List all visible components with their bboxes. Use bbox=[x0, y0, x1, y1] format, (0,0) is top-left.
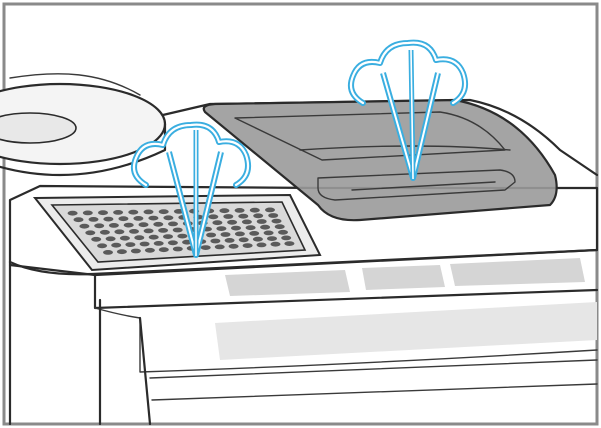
drip-tray-hole bbox=[256, 242, 267, 248]
drip-tray-hole bbox=[85, 230, 96, 236]
drip-tray-hole bbox=[210, 238, 221, 244]
drip-tray-hole bbox=[284, 241, 295, 247]
drip-tray-hole bbox=[158, 209, 169, 215]
drip-tray-hole bbox=[228, 243, 239, 249]
drip-tray-hole bbox=[212, 220, 223, 226]
drip-tray-hole bbox=[206, 232, 217, 238]
drip-tray-hole bbox=[167, 240, 178, 246]
drip-tray-hole bbox=[168, 221, 178, 227]
drip-tray-hole bbox=[260, 224, 271, 230]
drip-tray-hole bbox=[134, 235, 145, 241]
drip-tray-hole bbox=[139, 241, 150, 247]
drip-tray-hole bbox=[105, 236, 116, 242]
drip-tray-hole bbox=[238, 213, 249, 219]
drip-tray-hole bbox=[79, 223, 90, 229]
drip-tray-hole bbox=[214, 244, 225, 250]
drip-tray-hole bbox=[208, 214, 219, 220]
drip-tray-hole bbox=[281, 235, 292, 241]
drip-tray-hole bbox=[133, 216, 144, 221]
drip-tray-hole bbox=[73, 217, 84, 223]
drip-tray-hole bbox=[216, 226, 227, 232]
drip-tray-hole bbox=[200, 245, 211, 251]
drip-tray-hole bbox=[148, 215, 159, 221]
drip-tray-hole bbox=[108, 223, 119, 228]
appliance-front-edge bbox=[8, 248, 599, 276]
drip-tray-hole bbox=[88, 217, 99, 222]
drip-tray-hole bbox=[116, 249, 127, 255]
appliance-back-edge bbox=[148, 98, 599, 177]
appliance-front-face bbox=[8, 263, 599, 426]
steam-cloud-icon bbox=[131, 121, 251, 258]
drip-tray-hole bbox=[118, 216, 129, 222]
drip-tray-hole bbox=[144, 247, 155, 253]
drip-tray-hole bbox=[265, 207, 275, 213]
drip-tray-hole bbox=[143, 228, 154, 234]
drip-tray-hole bbox=[99, 229, 110, 235]
drip-tray-hole bbox=[177, 233, 188, 239]
drip-tray-hole bbox=[82, 210, 93, 216]
drip-tray-hole bbox=[114, 229, 125, 235]
drip-tray-hole bbox=[227, 219, 238, 225]
drip-tray-hole bbox=[129, 229, 139, 234]
drip-tray-hole bbox=[153, 241, 164, 246]
drip-tray-hole bbox=[234, 208, 245, 213]
drip-tray-hole bbox=[97, 243, 108, 249]
drip-tray-hole bbox=[256, 219, 267, 224]
drip-tray-hole bbox=[163, 215, 174, 221]
drip-tray-hole bbox=[219, 208, 230, 214]
drip-tray bbox=[32, 193, 322, 272]
drip-tray-hole bbox=[220, 232, 231, 237]
drip-tray-hole bbox=[271, 218, 282, 224]
drip-tray-hole bbox=[249, 231, 260, 236]
drip-tray-hole bbox=[245, 225, 256, 231]
drip-tray-hole bbox=[241, 219, 252, 225]
drip-tray-hole bbox=[224, 238, 235, 243]
drip-tray-hole bbox=[234, 231, 245, 237]
drip-tray-hole bbox=[130, 248, 141, 254]
drip-tray-hole bbox=[249, 207, 260, 213]
drip-tray-hole bbox=[91, 236, 102, 242]
drip-tray-hole bbox=[172, 227, 183, 233]
drip-tray-hole bbox=[238, 237, 249, 243]
drip-tray-hole bbox=[158, 247, 169, 253]
drip-tray-hole bbox=[148, 234, 159, 240]
drip-tray-hole bbox=[98, 210, 108, 216]
drip-tray-hole bbox=[67, 210, 78, 216]
drip-tray-hole bbox=[103, 216, 114, 222]
drip-tray-hole bbox=[119, 235, 130, 241]
drip-tray-hole bbox=[253, 213, 264, 219]
drip-tray-hole bbox=[113, 210, 124, 215]
drip-tray-hole bbox=[158, 228, 169, 233]
drip-tray-hole bbox=[242, 243, 253, 249]
drip-tray-hole bbox=[138, 222, 149, 228]
drip-tray-hole bbox=[270, 241, 281, 247]
drip-tray-hole bbox=[231, 225, 241, 231]
drip-tray-hole bbox=[263, 230, 274, 236]
countertop-edge bbox=[9, 73, 141, 96]
drip-tray-hole bbox=[125, 242, 136, 248]
drip-tray-hole bbox=[153, 221, 164, 227]
water-tank-lid bbox=[202, 98, 558, 222]
drip-tray-hole bbox=[267, 236, 277, 242]
drip-tray-hole bbox=[268, 213, 279, 218]
drip-tray-hole bbox=[278, 229, 288, 235]
drip-tray-hole bbox=[172, 246, 183, 252]
cup-holder bbox=[0, 82, 167, 177]
drip-tray-hole bbox=[128, 209, 139, 215]
drip-tray-hole bbox=[94, 223, 105, 229]
control-panel-labels bbox=[225, 258, 585, 296]
drip-tray-hole bbox=[143, 209, 154, 215]
drip-tray-hole bbox=[163, 234, 173, 240]
drip-tray-hole bbox=[274, 224, 285, 230]
drip-tray-hole bbox=[123, 222, 134, 228]
drip-tray-hole bbox=[103, 250, 113, 255]
drip-tray-hole bbox=[111, 242, 122, 248]
steam-cloud-icon bbox=[348, 39, 468, 181]
drip-tray-hole bbox=[223, 214, 234, 219]
drip-tray-hole bbox=[252, 236, 263, 242]
